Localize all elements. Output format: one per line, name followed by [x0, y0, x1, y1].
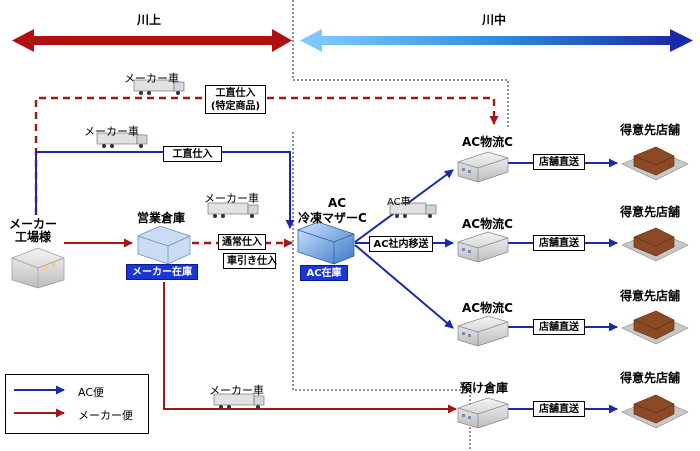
truck-icon [207, 202, 259, 218]
ac-dc-label-1: AC物流C [462, 135, 513, 149]
midstream-band [300, 29, 693, 52]
store-direct-box-2: 店舗直送 [533, 235, 585, 251]
customer-store-label-4: 得意先店舗 [620, 371, 681, 385]
store-icon [621, 227, 689, 262]
ac-cold-label-line1: AC [328, 196, 347, 210]
pull-purchase-box: 車引き仕入 [223, 253, 277, 269]
truck-label: メーカー車 [124, 72, 179, 85]
truck-icon [96, 132, 148, 148]
ac-stock-box: AC在庫 [300, 265, 348, 281]
route-direct-box: 工直仕入 [163, 146, 222, 162]
zone-boundary-lower [292, 132, 471, 451]
customer-store-label-2: 得意先店舗 [620, 205, 681, 219]
factory-icon [11, 247, 65, 289]
store-icon [621, 310, 689, 345]
deposit-warehouse-icon [457, 397, 509, 429]
truck-icon [133, 79, 185, 95]
truck-label: AC車 [387, 197, 411, 208]
customer-store-label-3: 得意先店舗 [620, 289, 681, 303]
legend-ac-label: AC便 [78, 386, 105, 399]
ac-cold-label-line2: 冷凍マザーC [298, 211, 367, 225]
customer-store-label-1: 得意先店舗 [620, 123, 681, 137]
distribution-center-icon [457, 315, 509, 347]
truck-label: メーカー車 [204, 192, 259, 205]
route-warehouse-deposit [163, 282, 457, 414]
zone-boundary [292, 0, 509, 128]
zone-upstream-label: 川上 [137, 13, 162, 27]
warehouse-icon [137, 225, 191, 265]
deposit-warehouse-label: 預け倉庫 [460, 381, 509, 395]
store-direct-box-3: 店舗直送 [533, 319, 585, 335]
truck-label: メーカー車 [209, 384, 264, 397]
route-direct-special [34, 96, 499, 215]
legend-maker-label: メーカー便 [78, 409, 133, 422]
factory-label: メーカー 工場様 [9, 217, 58, 245]
store-icon [621, 394, 689, 429]
distribution-center-icon [457, 151, 509, 183]
route-direct-special-box: 工直仕入 (特定商品) [205, 85, 266, 114]
normal-purchase-box: 通常仕入 [218, 234, 266, 250]
truck-label: メーカー車 [84, 125, 139, 138]
ac-dc-label-2: AC物流C [462, 217, 513, 231]
route-ac-dc3 [354, 244, 454, 329]
store-direct-box-1: 店舗直送 [533, 154, 585, 170]
store-direct-box-4: 店舗直送 [533, 401, 585, 417]
maker-stock-box: メーカー在庫 [126, 264, 198, 280]
ac-dc-label-3: AC物流C [462, 301, 513, 315]
upstream-band [12, 29, 292, 52]
store-icon [621, 146, 689, 181]
distribution-center-icon [457, 231, 509, 263]
warehouse-label: 営業倉庫 [137, 211, 186, 225]
ac-internal-transfer-box: AC社内移送 [369, 236, 433, 252]
truck-icon [213, 393, 265, 409]
cold-center-icon [297, 221, 355, 265]
truck-icon [389, 202, 437, 218]
zone-midstream-label: 川中 [482, 13, 507, 27]
